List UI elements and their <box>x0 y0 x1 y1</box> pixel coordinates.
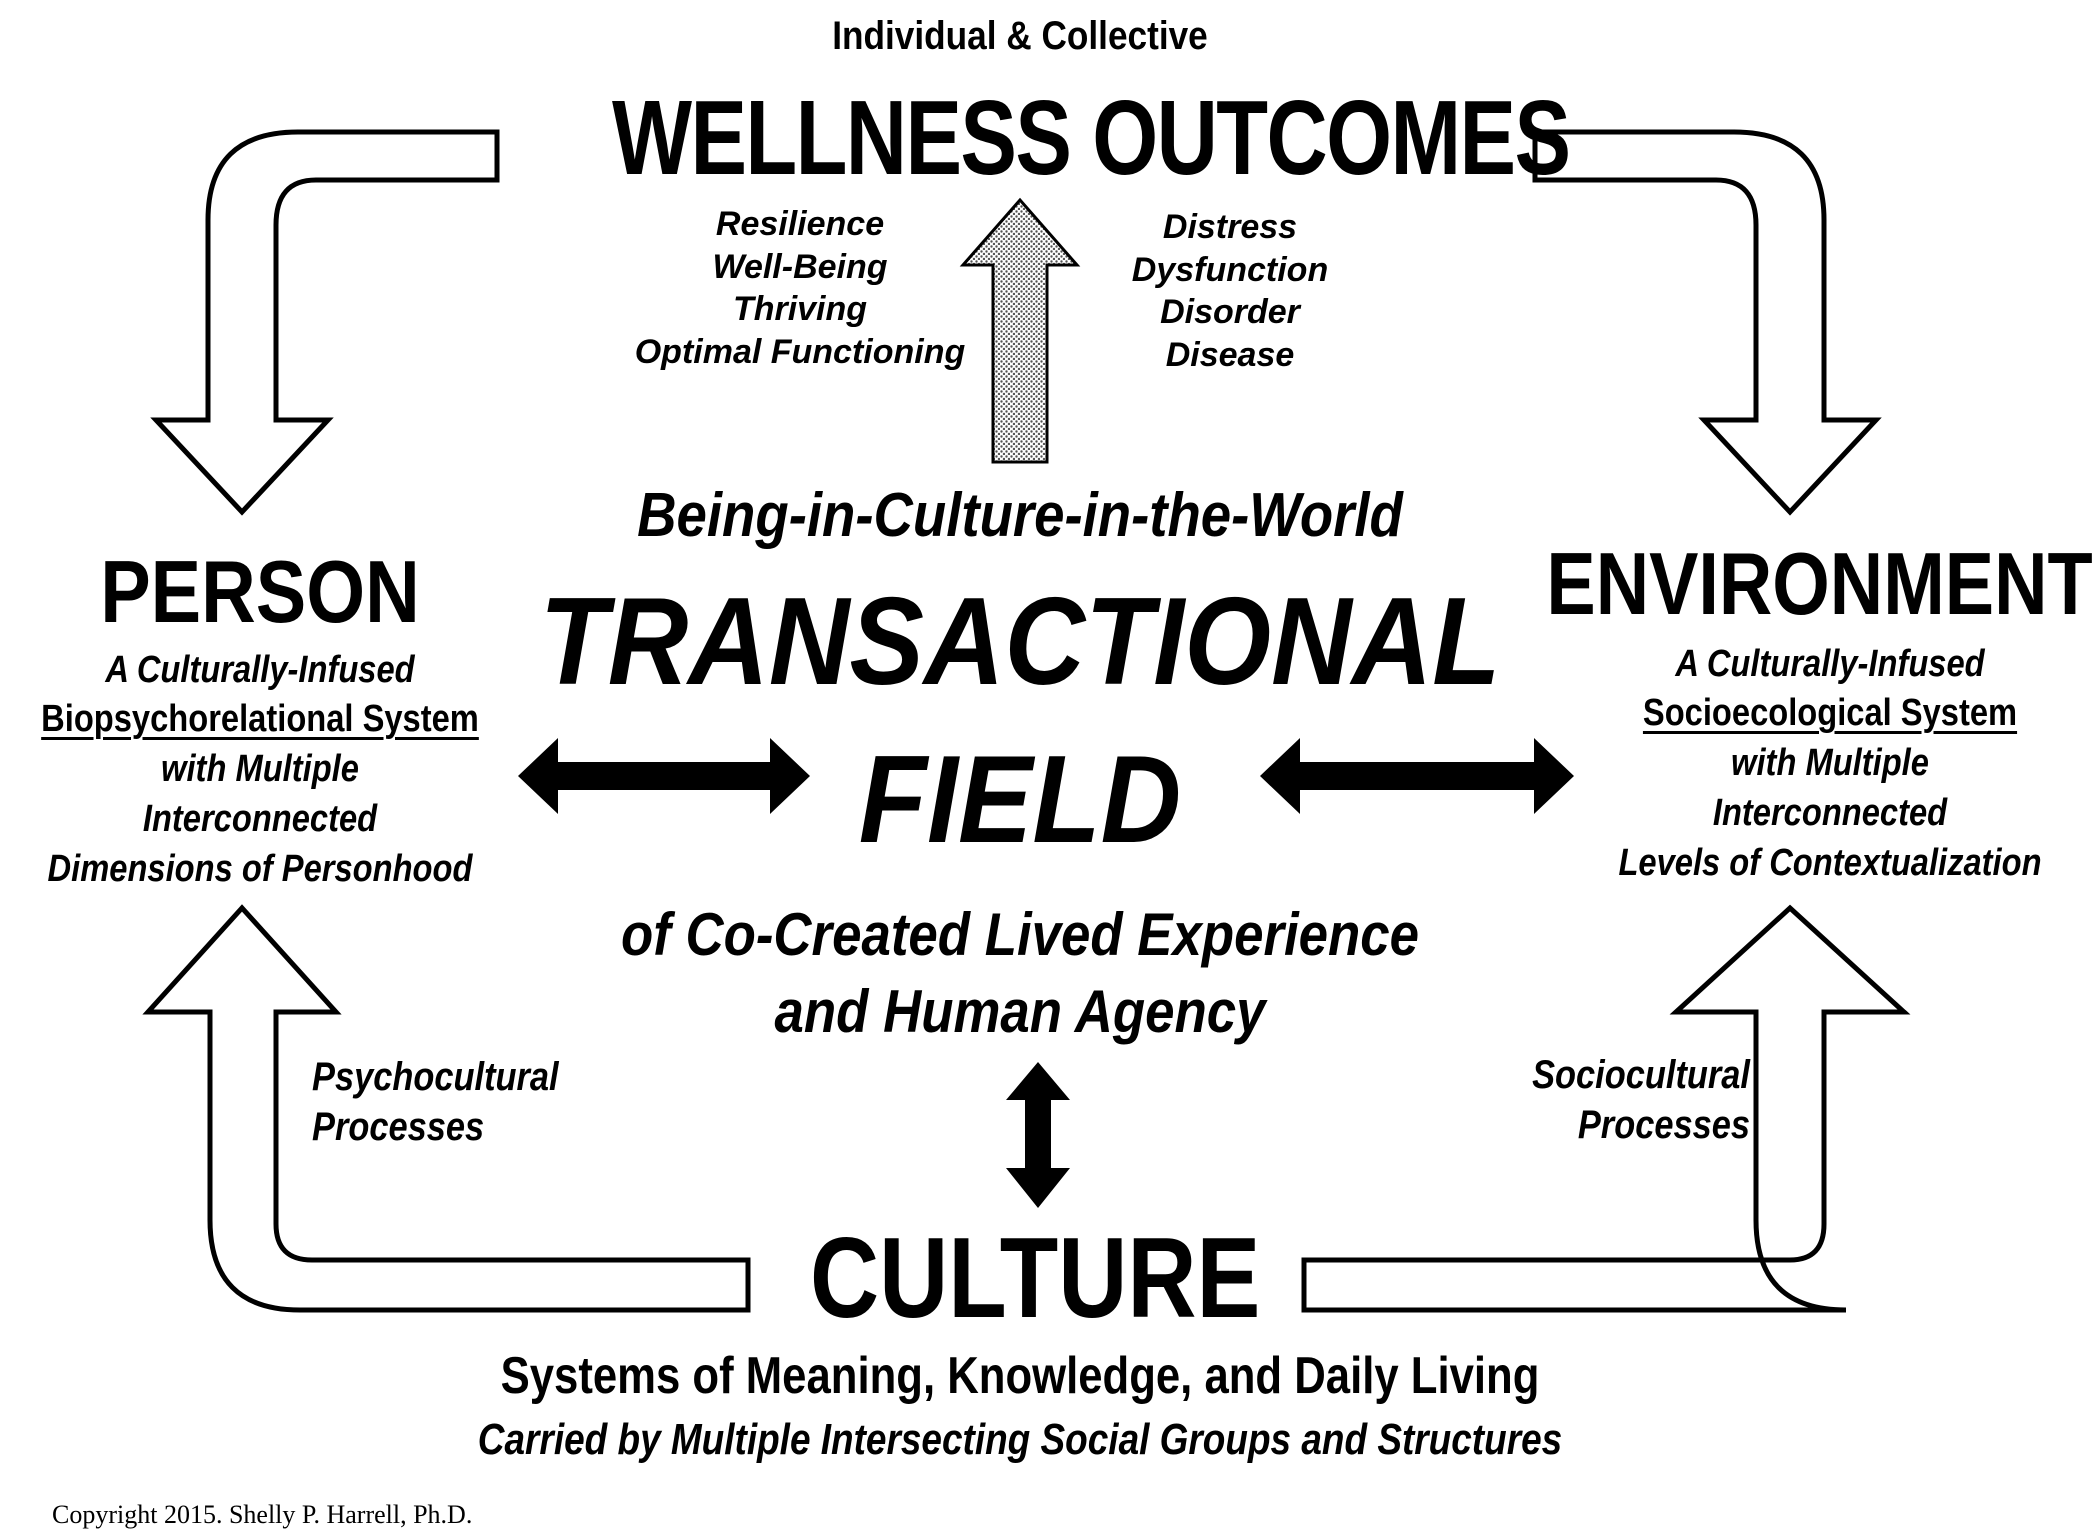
positive-outcome-item: Well-Being <box>712 247 888 286</box>
environment-desc-4: Interconnected <box>1712 792 1948 834</box>
curved-arrow-culture-to-environment <box>1301 904 1911 1313</box>
field-title-transactional: TRANSACTIONAL <box>539 573 1501 711</box>
culture-title: CULTURE <box>810 1215 1261 1342</box>
psychocultural-processes-label: Psychocultural Processes <box>312 1052 559 1152</box>
positive-outcome-item: Thriving <box>732 290 868 328</box>
person-desc-2: Biopsychorelational System <box>36 700 483 738</box>
negative-outcome-item: Disorder <box>1160 293 1300 331</box>
sociocultural-line1: Sociocultural <box>1532 1053 1750 1097</box>
psychocultural-line2: Processes <box>312 1105 485 1149</box>
environment-desc-5: Levels of Contextualization <box>1618 842 2042 884</box>
outcomes-title: WELLNESS OUTCOMES <box>612 79 1571 197</box>
positive-outcome-item: Resilience <box>715 205 885 243</box>
copyright-note: Copyright 2015. Shelly P. Harrell, Ph.D. <box>52 1500 473 1529</box>
person-desc-3: with Multiple <box>161 748 359 790</box>
curved-arrow-culture-to-person <box>142 904 751 1313</box>
double-arrow-person-field <box>518 738 810 814</box>
negative-outcomes-list: Distress Dysfunction Disorder Disease <box>1080 206 1380 376</box>
sociocultural-line2: Processes <box>1577 1103 1750 1147</box>
environment-title: ENVIRONMENT <box>1546 534 2093 633</box>
stippled-arrow-field-to-outcomes <box>959 197 1081 464</box>
field-title-field: FIELD <box>858 731 1182 869</box>
person-desc-4: Interconnected <box>142 798 378 840</box>
curved-arrow-outcomes-to-person <box>150 129 500 516</box>
psychocultural-line1: Psychocultural <box>312 1055 559 1099</box>
person-system-label: Biopsychorelational System <box>41 698 479 740</box>
person-desc-1: A Culturally-Infused <box>105 649 415 691</box>
field-subtitle-line4: and Human Agency <box>774 978 1266 1045</box>
environment-desc-3: with Multiple <box>1731 742 1929 784</box>
double-arrow-field-culture <box>1006 1062 1070 1208</box>
field-subtitle-top: Being-in-Culture-in-the-World <box>637 481 1403 550</box>
culture-desc-2: Carried by Multiple Intersecting Social … <box>477 1415 1563 1464</box>
negative-outcome-item: Disease <box>1165 335 1295 374</box>
outcomes-supertitle: Individual & Collective <box>832 14 1208 58</box>
culture-desc-1: Systems of Meaning, Knowledge, and Daily… <box>500 1347 1540 1405</box>
environment-desc-1: A Culturally-Infused <box>1675 643 1985 685</box>
field-subtitle-line3: of Co-Created Lived Experience <box>620 901 1420 968</box>
positive-outcomes-list: Resilience Well-Being Thriving Optimal F… <box>600 203 1000 373</box>
person-title: PERSON <box>100 542 420 641</box>
positive-outcome-item: Optimal Functioning <box>634 332 966 371</box>
environment-system-label: Socioecological System <box>1642 692 2018 734</box>
negative-outcome-item: Dysfunction <box>1131 250 1329 289</box>
negative-outcome-item: Distress <box>1162 208 1298 246</box>
curved-arrow-outcomes-to-environment <box>1532 129 1882 516</box>
sociocultural-processes-label: Sociocultural Processes <box>1501 1050 1750 1150</box>
person-desc-5: Dimensions of Personhood <box>47 848 473 890</box>
environment-desc-2: Socioecological System <box>1624 694 2037 732</box>
double-arrow-field-environment <box>1260 738 1574 814</box>
